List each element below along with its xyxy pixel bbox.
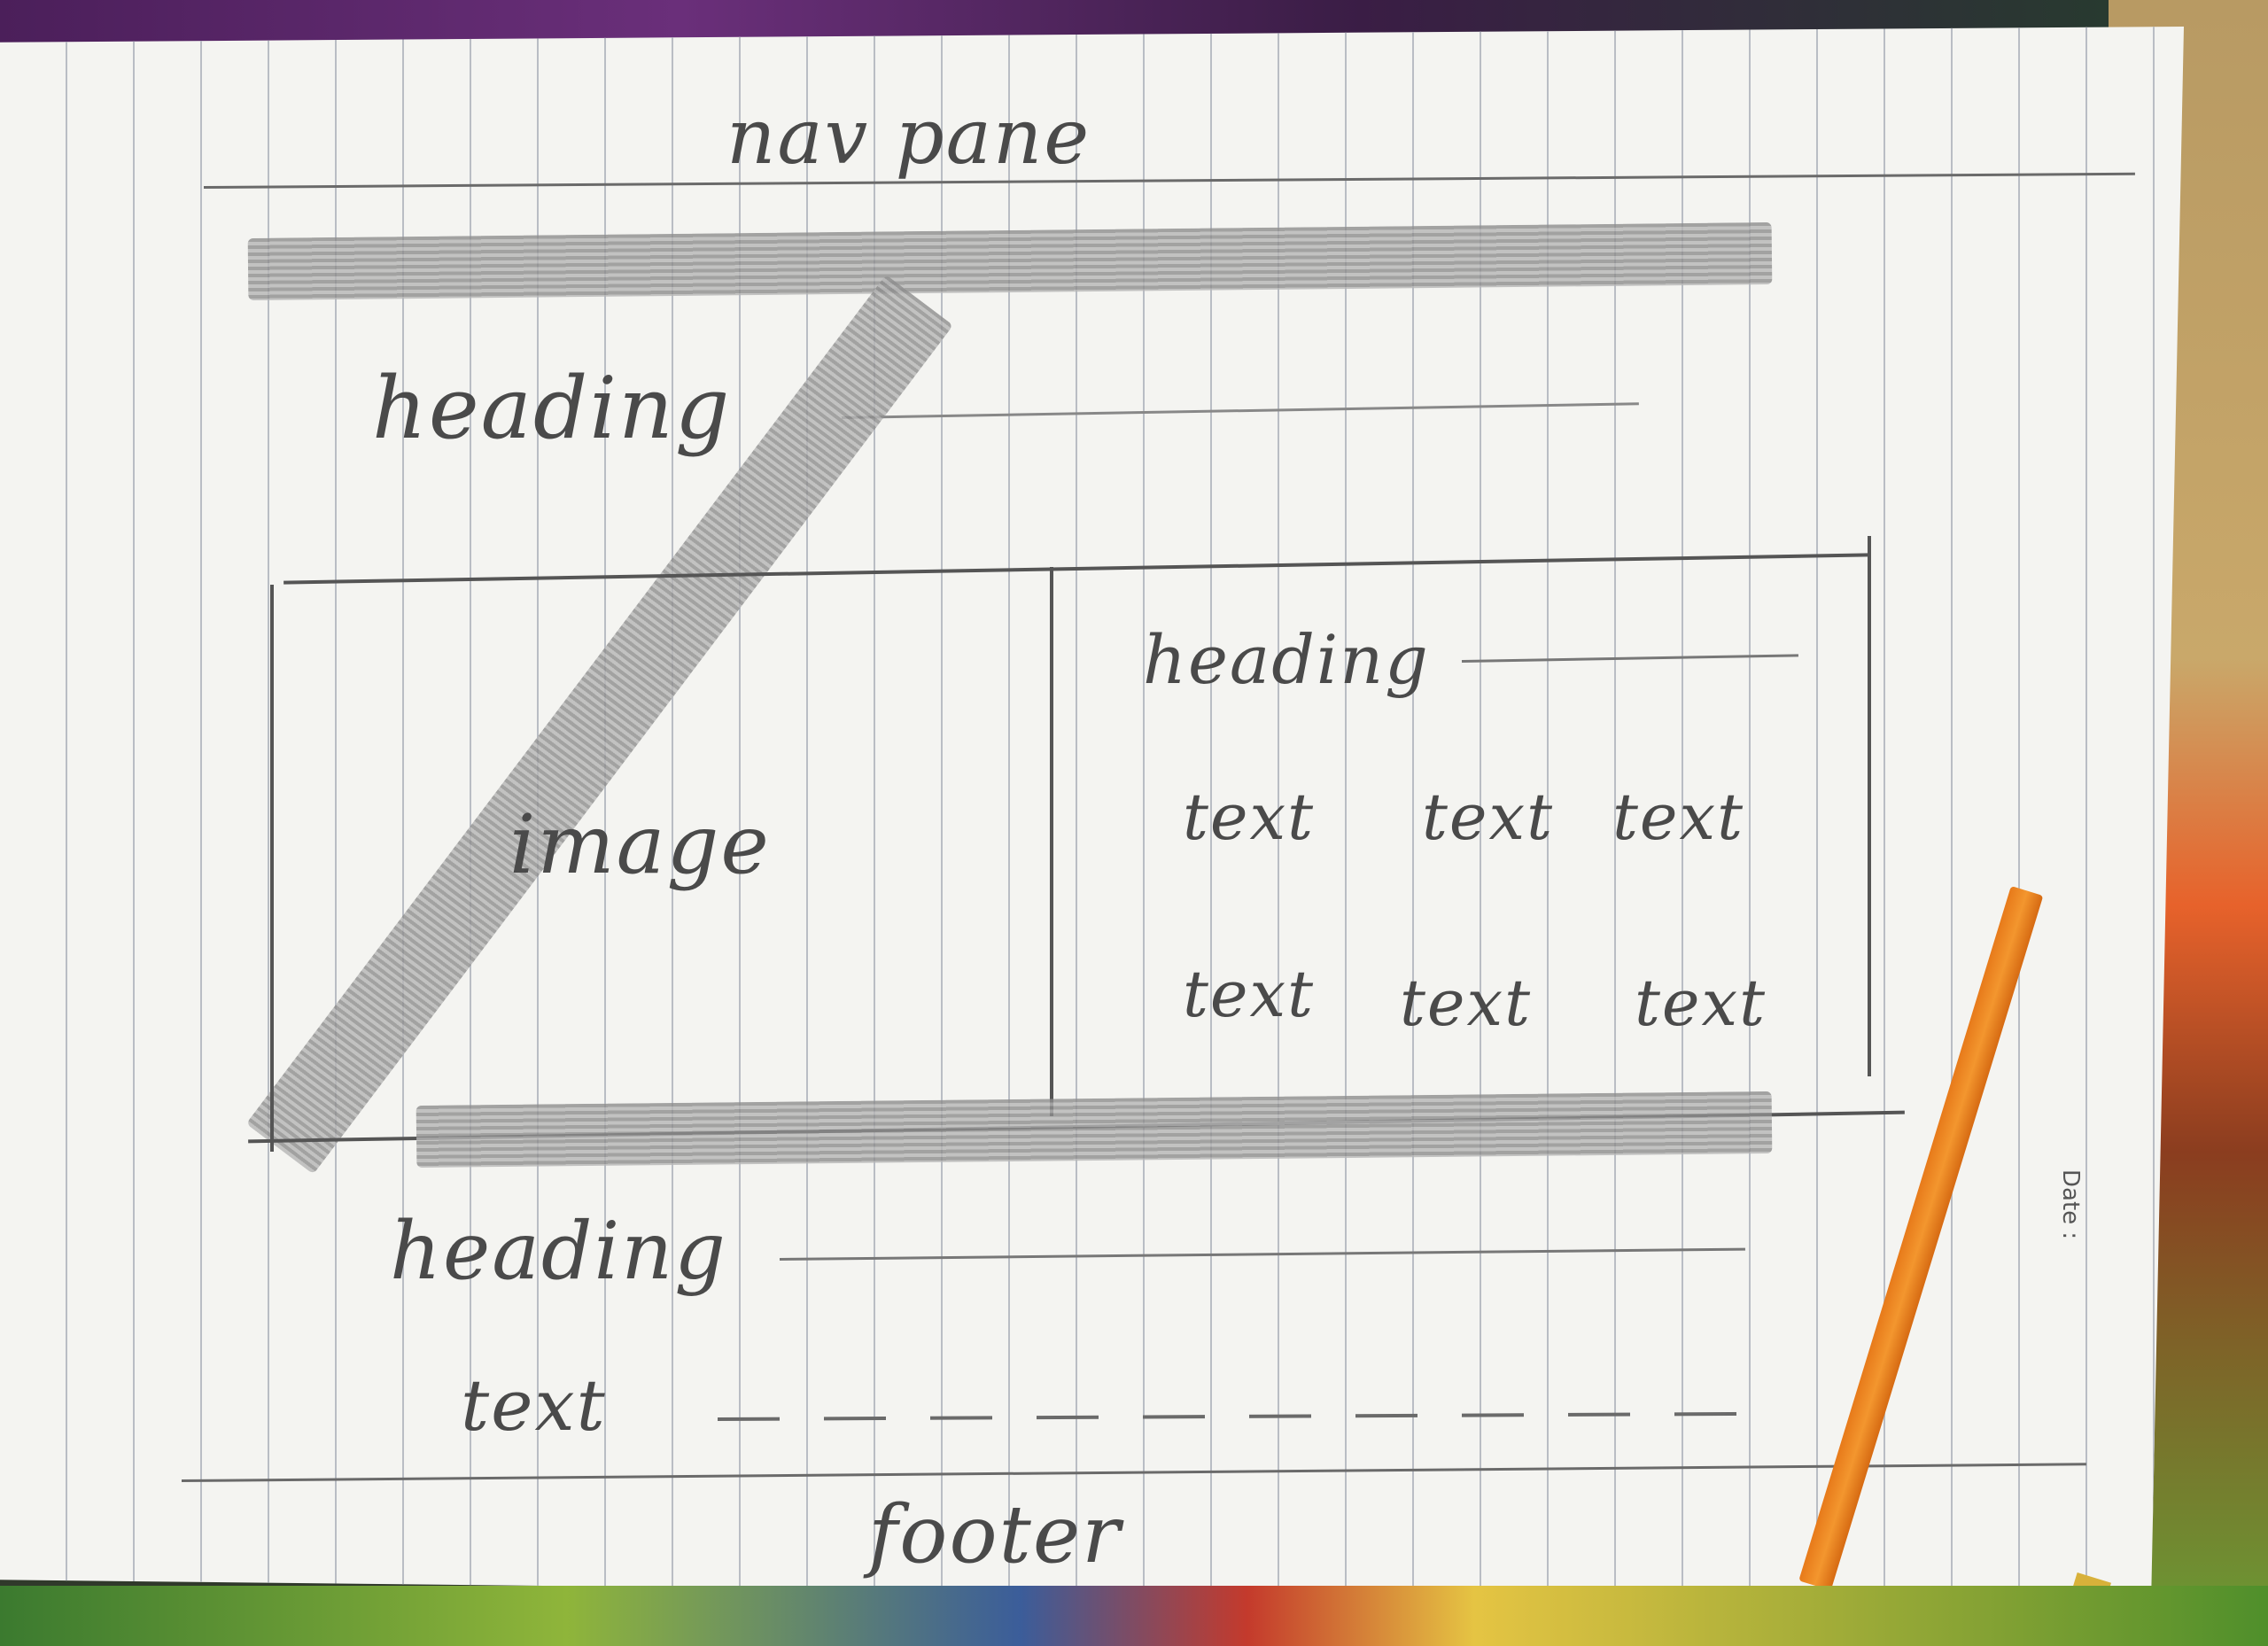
background-poster-bottom (0, 1586, 2268, 1646)
top-heading-label: heading (372, 359, 732, 458)
text-row2-item3: text (1635, 966, 1767, 1040)
content-box-right (1868, 536, 1871, 1076)
image-placeholder-label: image (509, 797, 771, 892)
right-heading-label: heading (1143, 620, 1430, 699)
text-row2-item2: text (1400, 966, 1533, 1040)
bottom-text-label: text (461, 1364, 607, 1447)
nav-pane-label: nav pane (726, 93, 1091, 182)
content-box-divider (1050, 567, 1053, 1116)
text-row1-item3: text (1612, 780, 1745, 854)
text-row1-item2: text (1422, 780, 1555, 854)
content-box-left (270, 585, 274, 1152)
footer-label: footer (868, 1488, 1122, 1581)
paper-date-label: Date : (2057, 1169, 2084, 1240)
text-row2-item1: text (1183, 957, 1316, 1031)
text-row1-item1: text (1183, 780, 1316, 854)
bottom-heading-label: heading (390, 1205, 727, 1298)
